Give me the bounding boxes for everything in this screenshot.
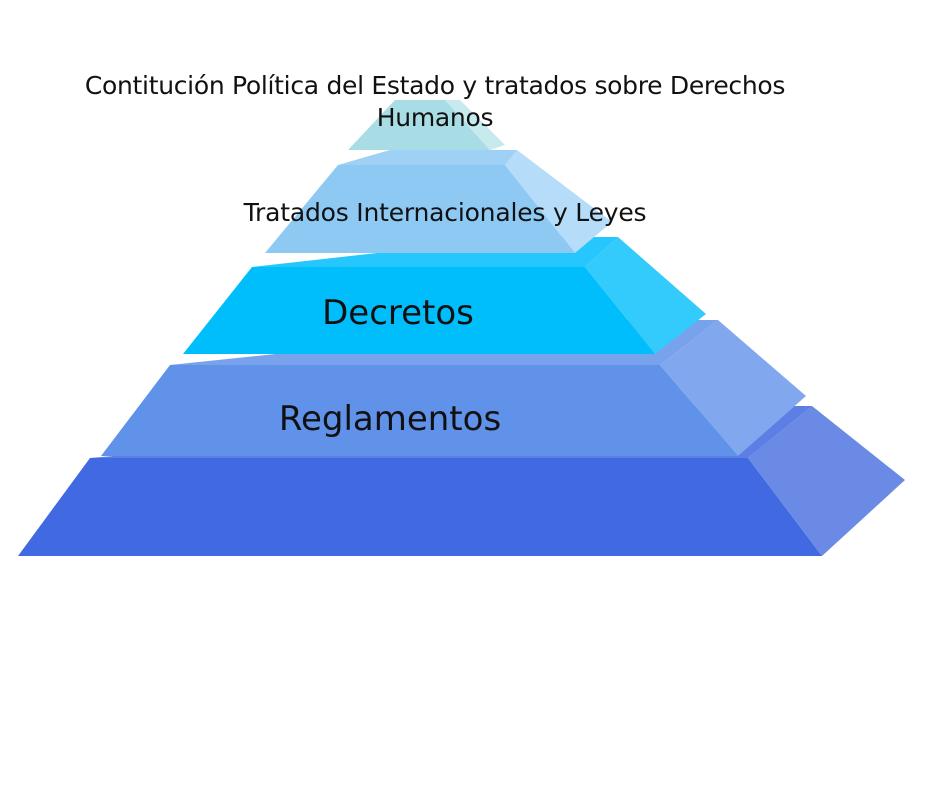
level-2-label: Tratados Internacionales y Leyes (243, 198, 647, 227)
level-4-label: Reglamentos (278, 399, 502, 439)
level-2-top (338, 150, 517, 165)
pyramid-level-1 (348, 100, 505, 150)
pyramid-level-2 (265, 150, 612, 253)
level-3-side (585, 237, 706, 354)
level-3-front (183, 267, 655, 354)
level-4-side (660, 320, 806, 456)
level-2-front (265, 165, 575, 253)
level-1-front (348, 100, 490, 150)
level-1-side (445, 100, 505, 150)
level-2-side (505, 150, 612, 253)
level-3-label: Decretos (322, 293, 474, 333)
pyramid-level-3 (183, 237, 706, 354)
level-1-label: Contitución Política del Estado y tratad… (84, 71, 786, 132)
level-5-side (748, 406, 905, 556)
level-4-front (101, 365, 738, 456)
level-5-front (18, 458, 822, 556)
